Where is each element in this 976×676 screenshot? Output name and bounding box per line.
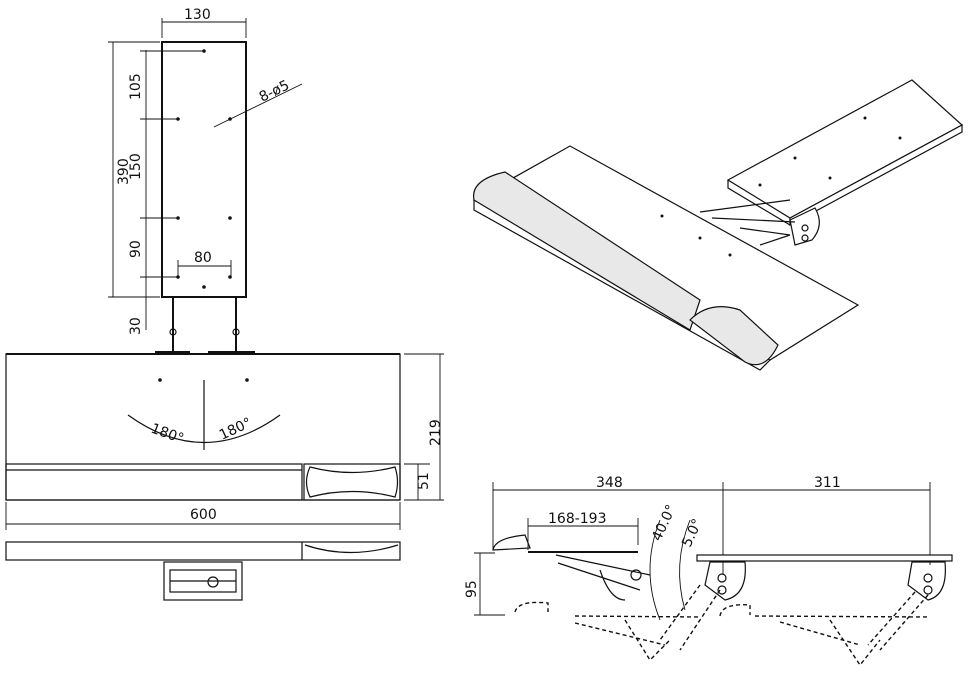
mounting-plate-view: 130 390 105 150 90 30 80 8-ø5 xyxy=(108,7,303,353)
seg2-label: 150 xyxy=(128,153,144,180)
angle-left-label: 180° xyxy=(149,421,186,448)
tray-front-view xyxy=(5,541,401,601)
tilt-down-label: 5.0° xyxy=(679,516,706,549)
plate-height-label: 390 xyxy=(116,158,132,185)
width-label: 600 xyxy=(190,507,217,523)
hole-note-label: 8-ø5 xyxy=(257,77,292,105)
plate-width-label: 130 xyxy=(184,7,211,23)
extend-rear-label: 311 xyxy=(814,475,841,491)
palm-rest-label: 51 xyxy=(416,472,432,490)
hole-spacing-label: 80 xyxy=(194,250,212,266)
side-view: 348 311 168-193 40.0° 5.0° 95 xyxy=(464,475,953,667)
angle-right-label: 180° xyxy=(217,415,254,444)
tilt-up-label: 40.0° xyxy=(649,502,680,543)
height-drop-label: 95 xyxy=(464,580,480,598)
seg1-label: 105 xyxy=(128,73,144,100)
slide-range-label: 168-193 xyxy=(548,511,607,527)
offset-label: 30 xyxy=(128,317,144,335)
depth-label: 219 xyxy=(428,419,444,446)
extend-front-label: 348 xyxy=(596,475,623,491)
isometric-view xyxy=(472,79,964,371)
tray-top-view: 180° 180° 219 51 600 xyxy=(5,353,444,530)
seg3-label: 90 xyxy=(128,240,144,258)
